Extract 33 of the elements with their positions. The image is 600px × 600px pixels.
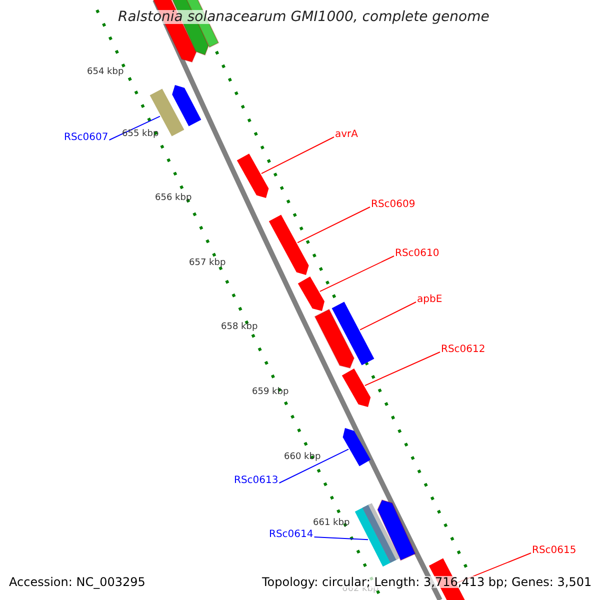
- scale-label: 660 kbp: [284, 453, 321, 462]
- gene-label: RSc0607: [64, 133, 108, 143]
- gene-label: RSc0613: [234, 476, 278, 486]
- gene-label: RSc0610: [395, 249, 440, 259]
- gene-feature: [236, 154, 269, 198]
- gene-label: RSc0614: [269, 530, 314, 540]
- scale-label: 655 kbp: [122, 130, 159, 139]
- gene-feature: [342, 428, 371, 466]
- gene-label: apbE: [417, 295, 442, 305]
- footer-text: Accession: NC_003295: [9, 576, 146, 588]
- leader-line: [260, 136, 334, 174]
- scale-label: 656 kbp: [155, 194, 192, 203]
- scale-label: 657 kbp: [189, 259, 226, 268]
- leader-line: [297, 206, 370, 244]
- scale-label: 659 kbp: [252, 388, 289, 397]
- gene-feature: [268, 214, 309, 275]
- leader-line: [364, 352, 440, 386]
- leader-line: [108, 116, 160, 140]
- gene-feature: [332, 302, 374, 366]
- gene-label: avrA: [335, 130, 358, 140]
- gene-feature: [342, 368, 371, 407]
- leader-line: [319, 256, 394, 292]
- gene-label: RSc0612: [441, 345, 486, 355]
- leader-line: [360, 302, 416, 330]
- gene-label: RSc0609: [371, 200, 416, 210]
- title: Ralstonia solanacearum GMI1000, complete genome: [118, 10, 490, 24]
- gene-feature: [298, 276, 324, 311]
- scale-label: 658 kbp: [221, 323, 258, 332]
- gene-feature: [354, 503, 400, 567]
- leader-line: [278, 448, 349, 484]
- scale-label: 654 kbp: [87, 68, 124, 77]
- gene-label: RSc0615: [532, 546, 576, 556]
- leader-line: [314, 536, 368, 540]
